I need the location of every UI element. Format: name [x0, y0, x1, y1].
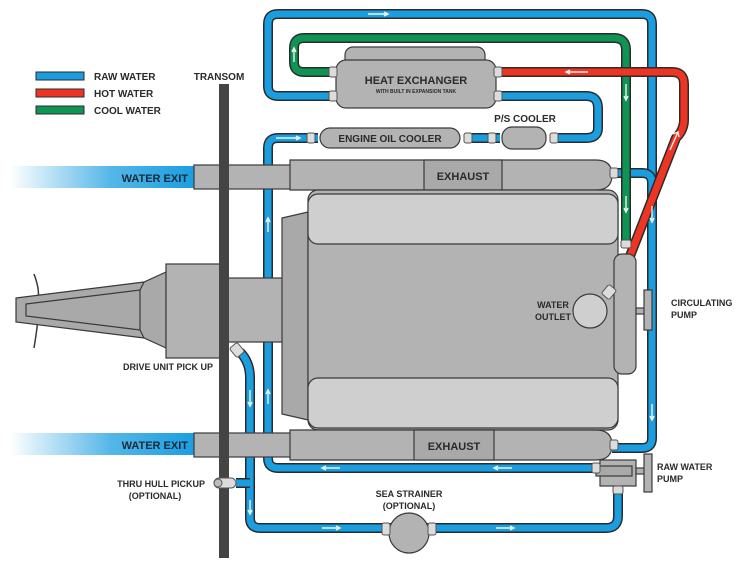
legend-label-raw-water: RAW WATER	[94, 72, 156, 83]
pipe-hot-water	[492, 67, 689, 294]
legend-swatch-hot-water	[35, 88, 85, 98]
flow-arrow-icon	[496, 525, 516, 531]
flow-arrow-icon	[564, 69, 588, 75]
engine-oil-cooler-label: ENGINE OIL COOLER	[338, 134, 442, 145]
pipe-raw-water-main-loop	[263, 9, 657, 453]
cool-water-engine-fitting	[620, 239, 632, 249]
exhaust-bottom-fitting	[609, 439, 619, 451]
circulating-pump: CIRCULATING PUMP	[635, 289, 732, 331]
flow-arrow-icon	[623, 196, 629, 214]
sea-strainer-label-line1: SEA STRAINER	[376, 489, 443, 499]
legend-item-cool-water: COOL WATER	[35, 105, 162, 117]
circulating-pump-label-line1: CIRCULATING	[671, 298, 732, 308]
exhaust-top-label: EXHAUST	[437, 171, 490, 183]
water-outlet-label-line2: OUTLET	[535, 312, 571, 322]
legend-item-raw-water: RAW WATER	[35, 71, 156, 83]
pipe-raw-water-exhaust-top	[612, 168, 657, 184]
flow-arrow-icon	[265, 388, 271, 404]
thru-hull-pickup: THRU HULL PICKUP (OPTIONAL)	[117, 477, 237, 501]
exhaust-bottom: EXHAUST WATER EXIT	[122, 429, 613, 461]
drive-unit	[15, 263, 285, 359]
ps-cooler: P/S COOLER	[487, 114, 559, 150]
pipe-raw-water-intake	[236, 348, 623, 533]
legend-swatch-cool-water	[35, 105, 85, 115]
flow-arrow-icon	[247, 390, 253, 408]
water-exit-bottom-label: WATER EXIT	[122, 440, 189, 452]
transom-wall	[219, 84, 229, 558]
exhaust-top: EXHAUST WATER EXIT	[122, 159, 613, 191]
heat-exchanger-label: HEAT EXCHANGER	[365, 75, 468, 87]
water-exit-top-label: WATER EXIT	[122, 173, 189, 185]
legend-item-hot-water: HOT WATER	[35, 88, 154, 100]
flow-arrow-icon	[320, 465, 340, 471]
pipe-cool-water	[289, 33, 631, 244]
legend-swatch-raw-water	[35, 71, 85, 81]
flow-arrow-icon	[368, 11, 390, 17]
transom-label: TRANSOM	[194, 72, 245, 83]
thru-hull-label-line2: (OPTIONAL)	[129, 491, 182, 501]
thru-hull-label-line1: THRU HULL PICKUP	[117, 479, 205, 489]
water-outlet-label-line1: WATER	[537, 300, 569, 310]
drive-unit-pickup: DRIVE UNIT PICK UP	[123, 342, 245, 372]
flow-arrow-icon	[276, 135, 302, 141]
flow-arrow-icon	[669, 131, 680, 151]
heat-exchanger: HEAT EXCHANGER WITH BUILT IN EXPANSION T…	[328, 46, 503, 109]
sea-strainer-label-line2: (OPTIONAL)	[383, 501, 436, 511]
flow-arrow-icon	[322, 525, 342, 531]
legend-label-hot-water: HOT WATER	[94, 89, 154, 100]
engine-oil-cooler: ENGINE OIL COOLER	[306, 127, 473, 149]
flow-arrow-icon	[265, 216, 271, 232]
water-exit-top-stream	[10, 166, 194, 188]
flow-arrow-icon	[649, 404, 655, 422]
flow-arrow-icon	[247, 500, 253, 516]
legend-label-cool-water: COOL WATER	[94, 106, 162, 117]
transom: TRANSOM	[194, 72, 245, 558]
heat-exchanger-sublabel: WITH BUILT IN EXPANSION TANK	[376, 89, 457, 95]
water-exit-bottom-stream	[10, 433, 194, 455]
circulating-pump-label-line2: PUMP	[671, 310, 697, 320]
exhaust-bottom-label: EXHAUST	[428, 441, 481, 453]
raw-water-pump: RAW WATER PUMP	[591, 453, 713, 495]
flow-arrow-icon	[649, 206, 655, 224]
raw-water-pump-label-line2: PUMP	[657, 474, 683, 484]
ps-cooler-label: P/S COOLER	[494, 114, 556, 125]
legend: RAW WATER HOT WATER COOL WATER	[35, 71, 162, 117]
sea-strainer: SEA STRAINER (OPTIONAL)	[376, 489, 443, 554]
flow-arrows	[247, 11, 680, 531]
raw-water-pump-label-line1: RAW WATER	[657, 462, 713, 472]
flow-arrow-icon	[492, 465, 512, 471]
exhaust-top-fitting	[609, 167, 619, 179]
water-outlet: WATER OUTLET	[535, 284, 617, 329]
drive-unit-pickup-label: DRIVE UNIT PICK UP	[123, 362, 213, 372]
flow-arrow-icon	[623, 84, 629, 102]
flow-arrow-icon	[291, 46, 297, 62]
engine-block	[281, 189, 637, 431]
